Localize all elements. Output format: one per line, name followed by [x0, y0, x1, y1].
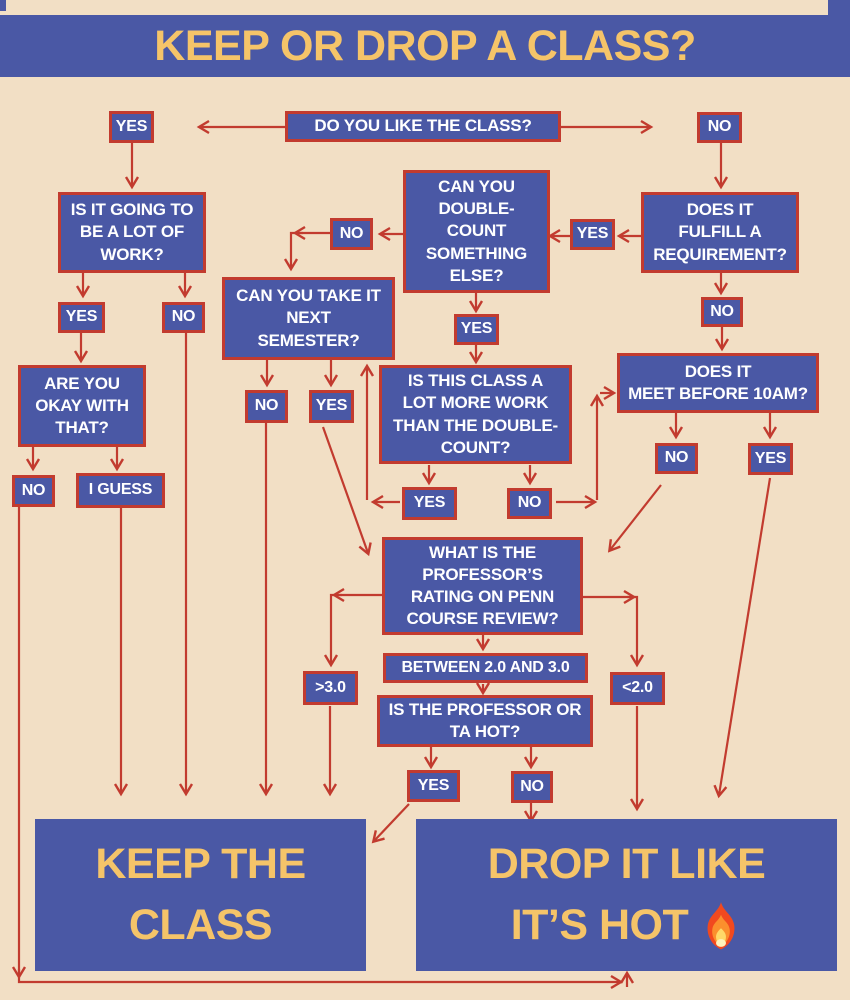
arrow — [583, 595, 645, 668]
node-requirement-no: NO — [701, 297, 743, 327]
page-title: KEEP OR DROP A CLASS? — [154, 21, 696, 70]
node-10am-no: NO — [655, 443, 698, 474]
fire-icon — [707, 901, 735, 949]
node-rating-below-2: <2.0 — [610, 672, 665, 705]
arrow — [323, 593, 382, 668]
node-okay-with-that: ARE YOU OKAY WITH THAT? — [18, 365, 146, 447]
node-professor-rating: WHAT IS THE PROFESSOR’S RATING ON PENN C… — [382, 537, 583, 635]
node-double-count-no: NO — [330, 218, 373, 250]
node-hot-yes: YES — [407, 770, 460, 802]
node-okay-no: NO — [12, 475, 55, 507]
outcome-drop-line1: DROP IT LIKE — [487, 839, 766, 888]
node-10am-yes: YES — [748, 443, 793, 475]
title-bar: KEEP OR DROP A CLASS? — [0, 15, 850, 77]
arrow — [371, 803, 410, 844]
node-requirement-yes: YES — [570, 219, 615, 250]
node-semester-no: NO — [245, 390, 288, 423]
outcome-keep-the-class: KEEP THE CLASS — [35, 819, 366, 971]
arrow — [607, 484, 662, 553]
node-more-work-than-doublecount: IS THIS CLASS A LOT MORE WORK THAN THE D… — [379, 365, 572, 464]
node-fulfill-requirement: DOES IT FULFILL A REQUIREMENT? — [641, 192, 799, 273]
node-okay-i-guess: I GUESS — [76, 473, 165, 508]
node-more-work-yes: YES — [402, 487, 457, 520]
node-meet-before-10am: DOES IT MEET BEFORE 10AM? — [617, 353, 819, 413]
node-semester-yes: YES — [309, 390, 354, 423]
arrow — [713, 477, 772, 799]
node-more-work-no: NO — [507, 488, 552, 519]
node-double-count-yes: YES — [454, 314, 499, 345]
node-hot-no: NO — [511, 771, 553, 803]
outcome-drop-line2: IT’S HOT — [510, 901, 689, 949]
node-like-yes: YES — [109, 111, 154, 143]
node-work-yes: YES — [58, 302, 105, 333]
node-lot-of-work: IS IT GOING TO BE A LOT OF WORK? — [58, 192, 206, 273]
top-right-notch — [828, 0, 850, 16]
arrow — [283, 231, 330, 272]
node-do-you-like-the-class: DO YOU LIKE THE CLASS? — [285, 111, 561, 142]
node-like-no: NO — [697, 112, 742, 143]
arrow — [321, 426, 372, 557]
outcome-drop-it: DROP IT LIKE IT’S HOT — [416, 819, 837, 971]
node-take-next-semester: CAN YOU TAKE IT NEXT SEMESTER? — [222, 277, 395, 360]
node-double-count: CAN YOU DOUBLE- COUNT SOMETHING ELSE? — [403, 170, 550, 293]
node-professor-or-ta-hot: IS THE PROFESSOR OR TA HOT? — [377, 695, 593, 747]
node-rating-between: BETWEEN 2.0 AND 3.0 — [383, 653, 588, 683]
node-rating-above-3: >3.0 — [303, 671, 358, 705]
node-work-no: NO — [162, 302, 205, 333]
top-left-notch — [0, 0, 6, 11]
